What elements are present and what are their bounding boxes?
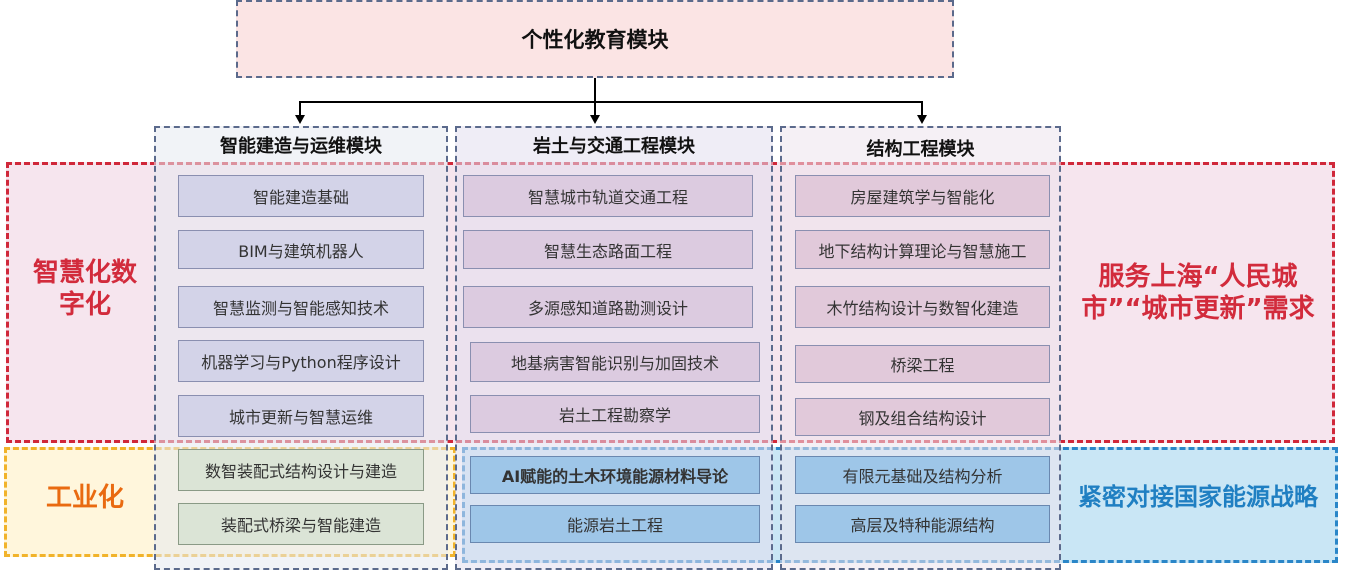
- course-box: BIM与建筑机器人: [178, 230, 424, 269]
- label-industrialization: 工业化: [45, 483, 124, 513]
- course-box: 智慧监测与智能感知技术: [178, 286, 424, 328]
- course-box: 房屋建筑学与智能化: [795, 175, 1050, 217]
- connector-vertical-main: [594, 78, 596, 102]
- course-box-industrial: 装配式桥梁与智能建造: [178, 503, 424, 545]
- course-box: 机器学习与Python程序设计: [178, 340, 424, 382]
- label-serve-shanghai: 服务上海“人民城市”“城市更新”需求: [1081, 262, 1315, 324]
- course-box-energy: 高层及特种能源结构: [795, 505, 1050, 543]
- course-box: 多源感知道路勘测设计: [463, 286, 753, 328]
- course-box: 地下结构计算理论与智慧施工: [795, 230, 1050, 269]
- course-box-energy: 能源岩土工程: [470, 505, 760, 543]
- course-box: 智慧城市轨道交通工程: [463, 175, 753, 217]
- course-box: 城市更新与智慧运维: [178, 395, 424, 437]
- label-energy-strategy: 紧密对接国家能源战略: [1078, 483, 1318, 511]
- course-box: 地基病害智能识别与加固技术: [470, 342, 760, 382]
- top-module-box: 个性化教育模块: [236, 0, 954, 78]
- column-title-1: 智能建造与运维模块: [220, 136, 382, 157]
- connector-drop-3: [921, 101, 923, 115]
- course-box: 岩土工程勘察学: [470, 395, 760, 433]
- course-box: 桥梁工程: [795, 345, 1050, 383]
- column-title-3: 结构工程模块: [866, 139, 975, 160]
- connector-horizontal: [299, 101, 923, 103]
- arrow-head-1: [295, 115, 305, 124]
- course-box: 钢及组合结构设计: [795, 398, 1050, 436]
- arrow-head-3: [917, 115, 927, 124]
- course-box: 智慧生态路面工程: [463, 230, 753, 269]
- course-box: 木竹结构设计与数智化建造: [795, 286, 1050, 328]
- course-box-industrial: 数智装配式结构设计与建造: [178, 449, 424, 491]
- label-digitalization: 智慧化数字化: [32, 258, 137, 320]
- connector-drop-1: [299, 101, 301, 115]
- course-box: 智能建造基础: [178, 175, 424, 217]
- connector-drop-2: [594, 101, 596, 115]
- arrow-head-2: [590, 115, 600, 124]
- column-title-2: 岩土与交通工程模块: [533, 136, 695, 157]
- course-box-energy: AI赋能的土木环境能源材料导论: [470, 456, 760, 494]
- course-box-energy: 有限元基础及结构分析: [795, 456, 1050, 494]
